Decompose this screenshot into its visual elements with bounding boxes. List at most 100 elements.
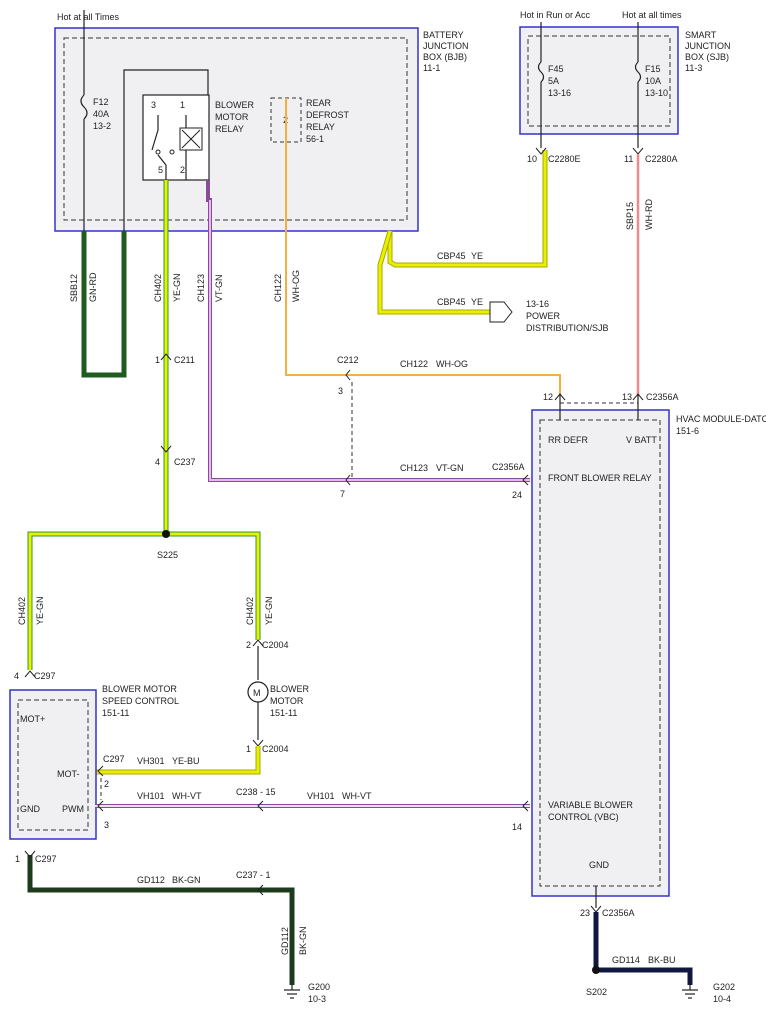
motor-title-1: BLOWER <box>270 684 310 694</box>
relay-title-1: BLOWER <box>215 100 255 110</box>
c2280e-mark <box>535 147 547 155</box>
c2356a-pin7-mark <box>345 474 351 486</box>
vh101-b-label: VH101 <box>307 791 335 801</box>
rear-defrost-3: RELAY <box>306 122 335 132</box>
power-dist-1: 13-16 <box>526 299 549 309</box>
sjb-title-1: SMART <box>685 30 717 40</box>
fuse-f12: F12 40A 13-2 <box>80 10 111 233</box>
c2280e-label: C2280E <box>548 154 581 164</box>
fuse-f45: F45 5A 13-16 <box>537 22 571 148</box>
c2004-pin1: 1 <box>246 744 251 754</box>
relay-pin-3: 3 <box>151 100 156 110</box>
vh101-b-color: WH-VT <box>342 791 372 801</box>
f45-ref: 13-16 <box>548 88 571 98</box>
s225-label: S225 <box>157 550 178 560</box>
c2004-pin2: 2 <box>246 640 251 650</box>
c237-1-mark <box>257 884 264 896</box>
sbp15-label: SBP15 <box>625 202 635 230</box>
c2356a-top-label: C2356A <box>646 392 679 402</box>
hvac-rr-defr: RR DEFR <box>548 435 588 445</box>
c2280a-label: C2280A <box>645 154 678 164</box>
relay-feed-line <box>123 69 209 233</box>
hvac-vbc-1: VARIABLE BLOWER <box>548 800 633 810</box>
cbp45-b-label: CBP45 <box>437 297 466 307</box>
bjb-title-2: JUNCTION <box>423 41 469 51</box>
bjb-title-1: BATTERY <box>423 30 464 40</box>
smart-junction-box: SMART JUNCTION BOX (SJB) 11-3 <box>519 26 731 135</box>
splice-s225: S225 <box>27 530 261 670</box>
g200-label: G200 <box>308 982 330 992</box>
blower-motor-speed-control: MOT+ MOT- PWM GND BLOWER MOTOR SPEED CON… <box>9 684 179 840</box>
pin-24: 24 <box>512 490 522 500</box>
g202-label: G202 <box>713 982 735 992</box>
hvac-title-2: 151-6 <box>676 426 699 436</box>
c297-mid-label: C297 <box>103 754 125 764</box>
f15-label: F15 <box>645 64 661 74</box>
c297-pin3: 3 <box>104 820 109 830</box>
f45-rating: 5A <box>548 76 559 86</box>
rear-defrost-1: REAR <box>306 98 332 108</box>
f12-rating: 40A <box>93 109 109 119</box>
c2004-top-label: C2004 <box>262 640 289 650</box>
sbb12-label: SBB12 <box>69 274 79 302</box>
ch123-color: VT-GN <box>214 274 224 302</box>
pin-12: 12 <box>543 392 553 402</box>
c211-pin: 1 <box>155 355 160 365</box>
pin-13: 13 <box>622 392 632 402</box>
cbp45-a-color: YE <box>471 251 483 261</box>
motor-title-3: 151-11 <box>270 708 297 718</box>
motor-title-2: MOTOR <box>270 696 304 706</box>
sbp15-color: WH-RD <box>644 199 654 230</box>
sbb12-color: GN-RD <box>88 272 98 302</box>
wire-ch122 <box>285 98 561 395</box>
relay-title-3: RELAY <box>215 124 244 134</box>
c297-pin3-mark <box>97 800 104 812</box>
ground-g202: G202 10-4 <box>682 982 735 1004</box>
f45-label: F45 <box>548 64 564 74</box>
ch402-label: CH402 <box>153 274 163 302</box>
hvac-gnd: GND <box>589 860 610 870</box>
sc-title-1: BLOWER MOTOR <box>102 684 177 694</box>
c212-pin: 3 <box>338 386 343 396</box>
g202-ref: 10-4 <box>713 994 731 1004</box>
sjb-title-3: BOX (SJB) <box>685 52 729 62</box>
sc-title-2: SPEED CONTROL <box>102 696 179 706</box>
c2356a-mid-label: C2356A <box>492 462 525 472</box>
ground-g200: G200 10-3 <box>284 982 330 1004</box>
sjb-title-4: 11-3 <box>685 63 702 73</box>
pin24-mark <box>522 474 529 486</box>
hvac-title-1: HVAC MODULE-DATC <box>676 414 766 424</box>
gd112-color: BK-GN <box>172 875 201 885</box>
c297-pin4-mark <box>24 670 36 678</box>
sc-title-3: 151-11 <box>102 708 129 718</box>
c297-bottom-label: C297 <box>35 854 57 864</box>
blower-motor-relay: 3 1 5 2 BLOWER MOTOR RELAY <box>142 94 255 181</box>
c2004-bottom-label: C2004 <box>262 744 289 754</box>
relay-pin-1: 1 <box>180 100 185 110</box>
ch402-left-label: CH402 <box>17 597 27 625</box>
c238-mark <box>257 800 264 812</box>
pin-11: 11 <box>624 154 633 164</box>
f15-rating: 10A <box>645 76 661 86</box>
hot-in-run-or-acc: Hot in Run or Acc <box>520 10 591 20</box>
c297-pin2: 2 <box>104 779 109 789</box>
gd112-vert-color: BK-GN <box>298 926 308 955</box>
c297-pin2-mark <box>97 765 104 777</box>
wire-ch123-fill <box>209 200 530 481</box>
relay-pin-2: 2 <box>180 165 185 175</box>
c211-label: C211 <box>174 355 195 365</box>
wire-gd114 <box>593 912 693 985</box>
hvac-module: HVAC MODULE-DATC 151-6 RR DEFR V BATT FR… <box>531 409 766 897</box>
hvac-front-blower: FRONT BLOWER RELAY <box>548 473 652 483</box>
ch402-color: YE-GN <box>172 273 182 302</box>
gd112-vert-label: GD112 <box>280 927 290 955</box>
relay-pin-5: 5 <box>158 165 163 175</box>
pin13-mark <box>632 393 644 401</box>
c238-label: C238 - 15 <box>236 787 276 797</box>
pin-10: 10 <box>527 154 537 164</box>
rear-defrost-2: DEFROST <box>306 110 350 120</box>
power-distribution-ref: 13-16 POWER DISTRIBUTION/SJB <box>489 299 609 333</box>
wire-gd112 <box>27 855 295 985</box>
wire-cbp45-a-fill <box>388 150 547 267</box>
connector-c212: C212 3 <box>337 355 359 478</box>
